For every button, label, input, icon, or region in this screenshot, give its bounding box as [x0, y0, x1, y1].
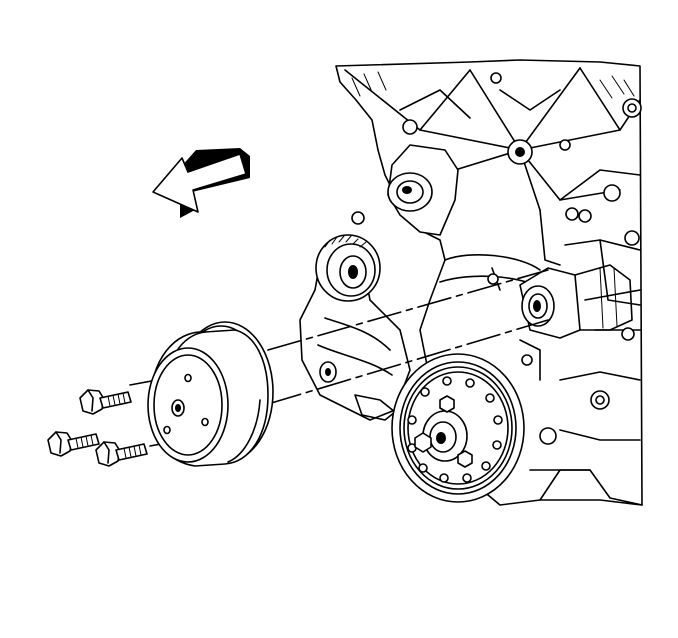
bolt-icon	[47, 431, 100, 457]
belt-tensioner	[299, 234, 411, 421]
left-arrow-icon	[152, 148, 250, 218]
bolt-icon	[95, 441, 148, 467]
engine-block	[335, 59, 643, 506]
bolt-icon	[79, 389, 132, 415]
crankshaft-pulley	[391, 353, 525, 503]
water-pump-pulley	[147, 321, 274, 467]
water-pump-hub	[519, 264, 633, 339]
